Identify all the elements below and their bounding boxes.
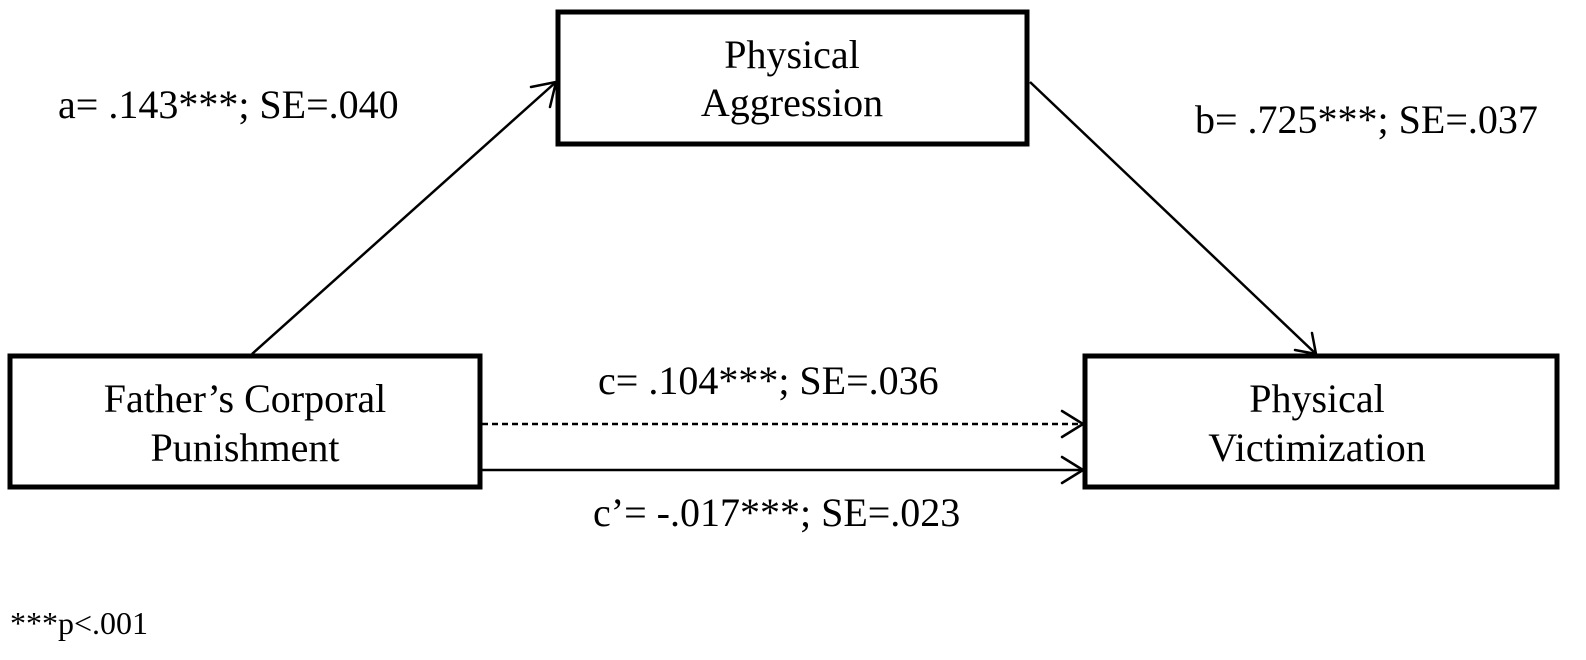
node-mediator: Physical Aggression xyxy=(555,9,1030,147)
path-c-label: c= .104***; SE=.036 xyxy=(598,358,939,403)
node-predictor-line2: Punishment xyxy=(151,425,340,470)
path-b-label: b= .725***; SE=.037 xyxy=(1195,97,1538,142)
node-outcome: Physical Victimization xyxy=(1082,353,1560,490)
path-a-label: a= .143***; SE=.040 xyxy=(58,82,399,127)
node-outcome-line1: Physical xyxy=(1249,376,1385,421)
path-c-arrow xyxy=(482,409,1085,439)
path-c-prime-label: c’= -.017***; SE=.023 xyxy=(593,490,960,535)
node-outcome-line2: Victimization xyxy=(1208,425,1426,470)
node-mediator-line2: Aggression xyxy=(701,80,883,125)
node-mediator-line1: Physical xyxy=(724,32,860,77)
node-predictor: Father’s Corporal Punishment xyxy=(7,353,483,490)
node-predictor-line1: Father’s Corporal xyxy=(104,376,387,421)
path-c-prime-arrow xyxy=(482,455,1085,485)
significance-footnote: ***p<.001 xyxy=(10,605,148,641)
